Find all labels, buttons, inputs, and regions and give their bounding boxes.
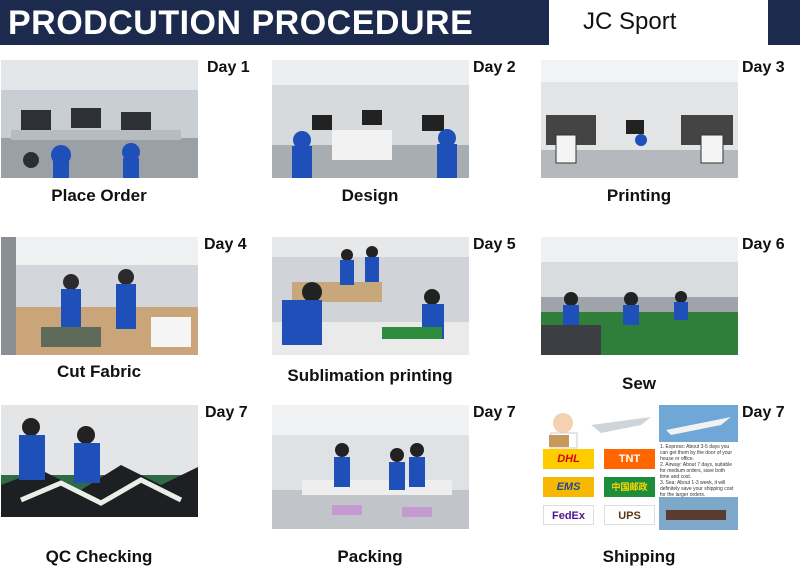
place-order-photo: [1, 60, 198, 178]
tnt-logo: TNT: [604, 449, 655, 469]
page-title: PRODCUTION PROCEDURE: [8, 4, 474, 42]
day-label: Day 3: [742, 59, 785, 76]
step-label: Shipping: [602, 547, 676, 566]
sublimation-photo: [272, 237, 469, 355]
day-label: Day 1: [207, 59, 250, 76]
shipping-note: 2. Airway: About 7 days, suitable for me…: [660, 462, 732, 480]
brand-box: [549, 0, 768, 45]
sew-photo: [541, 237, 738, 355]
printing-photo: [541, 60, 738, 178]
day-label: Day 7: [742, 404, 785, 421]
step-label: Cut Fabric: [56, 362, 142, 381]
shipping-note: 3. Sea: About 1-3 week, it will definite…: [660, 480, 734, 498]
ems-logo: EMS: [543, 477, 594, 497]
fedex-logo: FedEx: [543, 505, 594, 525]
cut-fabric-photo: [1, 237, 198, 355]
step-label: Sew: [621, 374, 657, 393]
step-label: QC Checking: [45, 547, 153, 566]
dhl-logo: DHL: [543, 449, 594, 469]
day-label: Day 7: [473, 404, 516, 421]
brand-name: JC Sport: [583, 8, 677, 35]
day-label: Day 7: [205, 404, 248, 421]
china-post-logo: 中国邮政: [604, 477, 655, 497]
step-label: Printing: [606, 186, 672, 205]
step-label: Sublimation printing: [287, 366, 453, 385]
step-label: Packing: [337, 547, 403, 566]
step-label: Design: [341, 186, 399, 205]
day-label: Day 4: [204, 236, 247, 253]
qc-checking-photo: [1, 405, 198, 517]
day-label: Day 5: [473, 236, 516, 253]
design-photo: [272, 60, 469, 178]
ups-logo: UPS: [604, 505, 655, 525]
step-label: Place Order: [51, 186, 147, 205]
day-label: Day 2: [473, 59, 516, 76]
day-label: Day 6: [742, 236, 785, 253]
packing-photo: [272, 405, 469, 529]
shipping-note: 1. Express: About 3-5 days you can get t…: [660, 444, 732, 462]
